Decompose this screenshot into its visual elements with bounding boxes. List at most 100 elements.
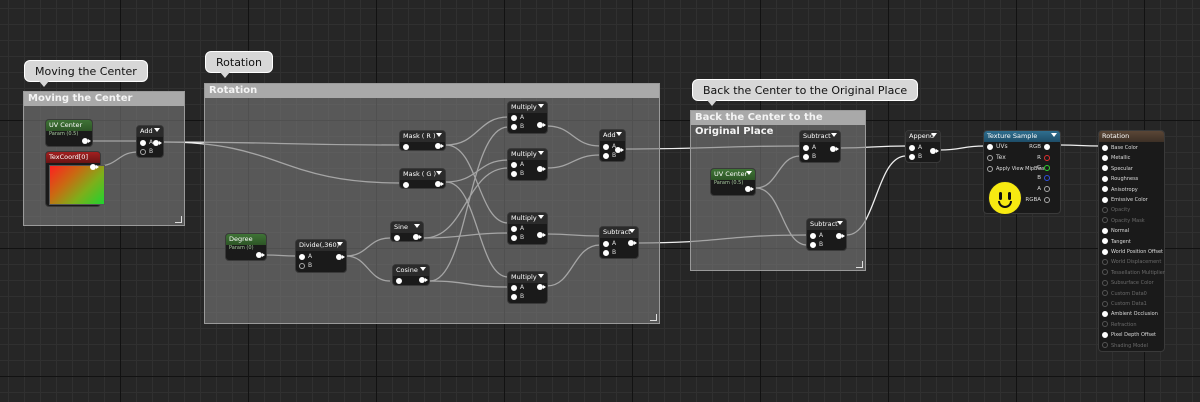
chevron-down-icon[interactable] xyxy=(538,104,544,108)
chevron-down-icon[interactable] xyxy=(616,132,622,136)
input-pin-tex[interactable]: Tex xyxy=(987,154,1006,162)
input-pin[interactable]: Specular xyxy=(1102,165,1133,173)
output-pin[interactable] xyxy=(90,164,99,170)
resize-grip[interactable] xyxy=(650,314,657,321)
chevron-down-icon[interactable] xyxy=(538,274,544,278)
input-pin-b[interactable]: B xyxy=(909,153,922,161)
output-pin[interactable] xyxy=(413,234,422,240)
input-pin-a[interactable]: A xyxy=(603,143,616,151)
chevron-down-icon[interactable] xyxy=(414,224,420,228)
input-pin-b[interactable]: B xyxy=(140,148,153,156)
output-pin[interactable] xyxy=(256,252,265,258)
input-pin[interactable]: Tessellation Multiplier xyxy=(1102,269,1165,277)
input-pin-b[interactable]: B xyxy=(511,123,524,131)
input-pin[interactable]: Ambient Occlusion xyxy=(1102,310,1158,318)
output-pin[interactable] xyxy=(537,122,546,128)
node-texcoord[interactable]: TexCoord[0] xyxy=(45,151,105,207)
node-subtract[interactable]: Subtract A B xyxy=(799,130,841,163)
node-cosine[interactable]: Cosine xyxy=(392,264,430,286)
input-pin-a[interactable]: A xyxy=(299,253,312,261)
output-pin[interactable] xyxy=(435,181,444,187)
input-pin-a[interactable]: A xyxy=(511,225,524,233)
input-pin[interactable]: Custom Data1 xyxy=(1102,300,1147,308)
node-subtract[interactable]: Subtract A B xyxy=(806,218,847,251)
input-pin[interactable]: Subsurface Color xyxy=(1102,279,1154,287)
output-pin-b[interactable]: B xyxy=(1037,174,1050,182)
node-sine[interactable]: Sine xyxy=(390,221,424,242)
input-pin[interactable]: Shading Model xyxy=(1102,342,1148,350)
input-pin-a[interactable]: A xyxy=(810,232,823,240)
input-pin[interactable]: Emissive Color xyxy=(1102,196,1148,204)
node-multiply[interactable]: Multiply A B xyxy=(507,148,548,181)
input-pin[interactable]: Refraction xyxy=(1102,321,1137,329)
input-pin[interactable]: Custom Data0 xyxy=(1102,290,1147,298)
chevron-down-icon[interactable] xyxy=(746,171,752,175)
output-pin[interactable] xyxy=(435,143,444,149)
comment-bubble-moving-center[interactable]: Moving the Center xyxy=(24,60,148,87)
output-pin[interactable] xyxy=(615,147,624,153)
input-pin[interactable]: Base Color xyxy=(1102,144,1138,152)
output-pin[interactable] xyxy=(419,277,428,283)
chevron-down-icon[interactable] xyxy=(931,133,937,137)
input-pin-uvs[interactable]: UVs xyxy=(987,143,1008,151)
node-texture-sample[interactable]: Texture Sample UVs Tex Apply View MipBia… xyxy=(983,130,1061,215)
input-pin[interactable] xyxy=(394,234,403,242)
chevron-down-icon[interactable] xyxy=(538,151,544,155)
node-uv-center-param[interactable]: UV Center Param (0.5) xyxy=(710,168,756,196)
chevron-down-icon[interactable] xyxy=(154,128,160,132)
output-pin-g[interactable]: G xyxy=(1037,164,1050,172)
comment-bubble-back-center[interactable]: Back the Center to the Original Place xyxy=(692,79,919,106)
output-pin[interactable] xyxy=(628,240,637,246)
node-append[interactable]: Append A B xyxy=(905,130,941,163)
input-pin-a[interactable]: A xyxy=(511,161,524,169)
chevron-down-icon[interactable] xyxy=(436,133,442,137)
node-multiply[interactable]: Multiply A B xyxy=(507,271,548,304)
node-multiply[interactable]: Multiply A B xyxy=(507,212,548,245)
output-pin[interactable] xyxy=(537,166,546,172)
input-pin-b[interactable]: B xyxy=(511,234,524,242)
output-pin[interactable] xyxy=(830,146,839,152)
input-pin-b[interactable]: B xyxy=(603,249,616,257)
node-add[interactable]: Add A B xyxy=(136,125,164,158)
input-pin-b[interactable]: B xyxy=(603,152,616,160)
input-pin[interactable] xyxy=(396,277,405,285)
node-divide[interactable]: Divide(,360) A B xyxy=(295,239,347,273)
comment-bubble-rotation[interactable]: Rotation xyxy=(205,51,274,78)
node-mask-r[interactable]: Mask ( R ) xyxy=(399,130,446,151)
input-pin[interactable]: World Displacement xyxy=(1102,258,1161,266)
output-pin[interactable] xyxy=(745,186,754,192)
input-pin[interactable]: Tangent xyxy=(1102,238,1131,246)
chevron-down-icon[interactable] xyxy=(629,229,635,233)
chevron-down-icon[interactable] xyxy=(538,215,544,219)
input-pin-apply-view-mipbias[interactable]: Apply View MipBias xyxy=(987,165,1045,173)
chevron-down-icon[interactable] xyxy=(337,242,343,246)
input-pin[interactable]: Roughness xyxy=(1102,175,1138,183)
output-pin-rgba[interactable]: RGBA xyxy=(1025,196,1050,204)
input-pin-a[interactable]: A xyxy=(803,144,816,152)
chevron-down-icon[interactable] xyxy=(420,267,426,271)
output-pin[interactable] xyxy=(153,140,162,146)
input-pin[interactable]: Opacity xyxy=(1102,206,1130,214)
input-pin-a[interactable]: A xyxy=(603,240,616,248)
input-pin-b[interactable]: B xyxy=(803,153,816,161)
output-pin-rgb[interactable]: RGB xyxy=(1029,143,1050,151)
output-pin[interactable] xyxy=(336,254,345,260)
input-pin-b[interactable]: B xyxy=(299,262,312,270)
output-pin-a[interactable]: A xyxy=(1037,185,1050,193)
output-pin[interactable] xyxy=(836,233,845,239)
node-uv-center-param[interactable]: UV Center Param (0.5) xyxy=(45,119,93,147)
input-pin-b[interactable]: B xyxy=(511,293,524,301)
chevron-down-icon[interactable] xyxy=(837,221,843,225)
input-pin[interactable]: Opacity Mask xyxy=(1102,217,1145,225)
input-pin[interactable]: Anisotropy xyxy=(1102,186,1138,194)
output-pin-r[interactable]: R xyxy=(1037,154,1050,162)
input-pin-a[interactable]: A xyxy=(140,139,153,147)
chevron-down-icon[interactable] xyxy=(831,133,837,137)
resize-grip[interactable] xyxy=(175,216,182,223)
node-degree-param[interactable]: Degree Param (0) xyxy=(225,233,267,261)
node-subtract[interactable]: Subtract A B xyxy=(599,226,639,259)
input-pin-b[interactable]: B xyxy=(511,170,524,178)
comment-box-rotation[interactable]: Rotation xyxy=(204,83,660,324)
